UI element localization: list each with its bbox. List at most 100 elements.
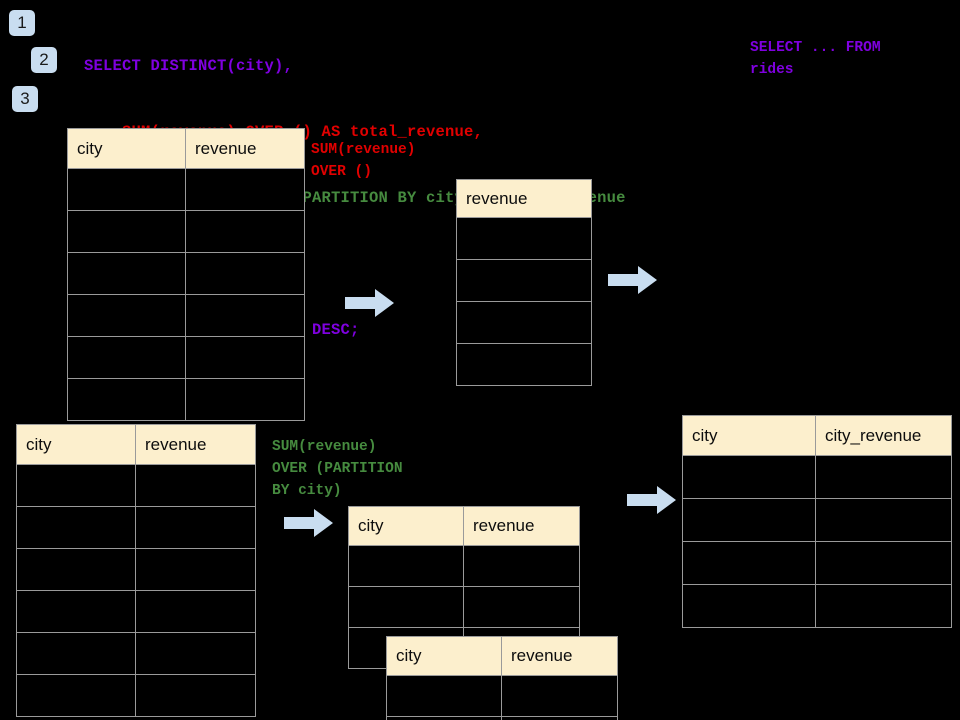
cell-city: [67, 168, 186, 211]
cell-revenue: [185, 336, 305, 379]
city-revenue-result-table: city city_revenue: [682, 415, 952, 628]
table-row: [67, 378, 305, 421]
table-row: [386, 716, 618, 720]
cell-city: [386, 675, 502, 717]
cell-city: [67, 378, 186, 421]
table-row: [67, 168, 305, 211]
annotation-select-from-rides: SELECT ... FROM rides: [750, 40, 881, 78]
cell-revenue: [456, 259, 592, 302]
cell-revenue: [185, 168, 305, 211]
cell-city: [16, 674, 136, 717]
cell-revenue: [135, 632, 256, 675]
cell-city: [682, 498, 816, 542]
table-row: [348, 586, 580, 628]
table-row: [67, 252, 305, 295]
column-header-city: city: [386, 636, 502, 676]
table-row: [456, 343, 592, 386]
cell-revenue: [185, 294, 305, 337]
step-badge-2-label: 2: [39, 50, 49, 69]
cell-city: [67, 210, 186, 253]
step-badge-2[interactable]: 2: [31, 47, 57, 73]
column-header-revenue: revenue: [463, 506, 580, 546]
table-row: [67, 294, 305, 337]
cell-city: [67, 252, 186, 295]
arrow-source-to-partition: [284, 509, 333, 537]
table-row: [67, 210, 305, 253]
cell-city: [682, 541, 816, 585]
table-row: [348, 545, 580, 587]
cell-revenue: [456, 301, 592, 344]
column-header-revenue: revenue: [456, 179, 592, 218]
cell-city: [16, 590, 136, 633]
cell-city: [348, 586, 464, 628]
table-row: [16, 464, 256, 507]
table-row: [456, 217, 592, 260]
table-row: [386, 675, 618, 717]
cell-revenue: [135, 548, 256, 591]
cell-city-revenue: [815, 455, 952, 499]
cell-revenue: [135, 464, 256, 507]
table-row: [682, 498, 952, 542]
cell-revenue: [501, 675, 618, 717]
cell-city: [682, 455, 816, 499]
table-header-row: city revenue: [67, 128, 305, 169]
column-header-city-revenue: city_revenue: [815, 415, 952, 456]
cell-city: [67, 294, 186, 337]
cell-city: [16, 506, 136, 549]
table-row: [16, 590, 256, 633]
arrow-source-to-total: [345, 289, 394, 317]
column-header-revenue: revenue: [135, 424, 256, 465]
cell-city: [682, 584, 816, 628]
column-header-revenue: revenue: [501, 636, 618, 676]
table-header-row: city revenue: [348, 506, 580, 546]
total-revenue-table: revenue: [456, 179, 592, 386]
table-header-row: revenue: [456, 179, 592, 218]
step-badge-1-label: 1: [17, 13, 27, 32]
table-row: [16, 632, 256, 675]
partition-table-front: city revenue: [386, 636, 618, 720]
table-row: [16, 506, 256, 549]
cell-revenue: [463, 586, 580, 628]
cell-city: [16, 632, 136, 675]
cell-revenue: [456, 217, 592, 260]
cell-revenue: [135, 674, 256, 717]
cell-city: [386, 716, 502, 720]
cell-revenue: [185, 210, 305, 253]
step-badge-1[interactable]: 1: [9, 10, 35, 36]
cell-city-revenue: [815, 498, 952, 542]
table-header-row: city revenue: [16, 424, 256, 465]
cell-city: [348, 545, 464, 587]
rides-source-table-bottom: city revenue: [16, 424, 256, 717]
column-header-city: city: [67, 128, 186, 169]
column-header-city: city: [682, 415, 816, 456]
cell-city: [67, 336, 186, 379]
table-row: [456, 301, 592, 344]
table-row: [16, 674, 256, 717]
table-row: [682, 455, 952, 499]
column-header-city: city: [16, 424, 136, 465]
table-row: [682, 584, 952, 628]
cell-revenue: [135, 506, 256, 549]
cell-revenue: [456, 343, 592, 386]
cell-revenue: [463, 545, 580, 587]
table-row: [682, 541, 952, 585]
cell-revenue: [185, 252, 305, 295]
rides-source-table-top: city revenue: [67, 128, 305, 421]
table-row: [16, 548, 256, 591]
table-row: [456, 259, 592, 302]
arrow-total-to-result: [608, 266, 657, 294]
cell-revenue: [185, 378, 305, 421]
annotation-sum-over-empty: SUM(revenue) OVER (): [311, 142, 416, 180]
annotation-sum-over-partition: SUM(revenue) OVER (PARTITION BY city): [272, 439, 403, 499]
table-header-row: city city_revenue: [682, 415, 952, 456]
cell-city: [16, 548, 136, 591]
table-header-row: city revenue: [386, 636, 618, 676]
partition-table-back: city revenue: [348, 506, 580, 669]
cell-revenue: [135, 590, 256, 633]
cell-revenue: [501, 716, 618, 720]
step-badge-3[interactable]: 3: [12, 86, 38, 112]
step-badge-3-label: 3: [20, 89, 30, 108]
cell-city: [16, 464, 136, 507]
table-row: [67, 336, 305, 379]
